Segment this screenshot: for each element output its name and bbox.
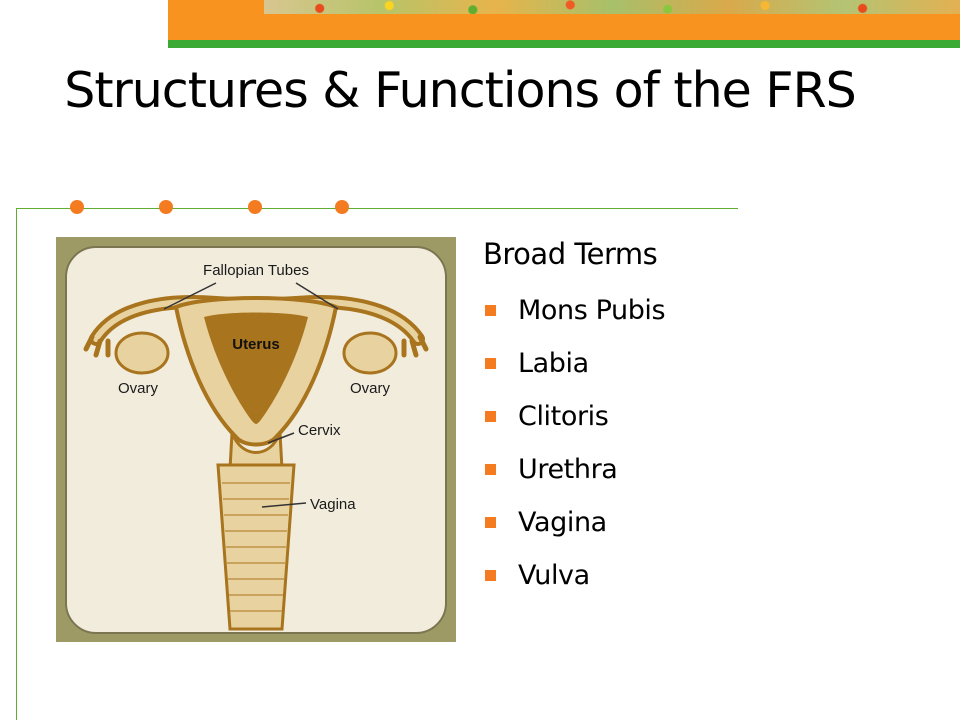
list-item-label: Clitoris	[518, 401, 609, 432]
banner-flower-strip	[264, 0, 960, 14]
bullet-icon	[485, 570, 496, 581]
list-item: Vagina	[483, 496, 923, 549]
label-fallopian-tubes: Fallopian Tubes	[203, 262, 309, 279]
uterus-cavity	[204, 312, 308, 424]
decor-dot	[248, 200, 262, 214]
fimbriae-left	[83, 334, 111, 358]
label-ovary-left: Ovary	[118, 380, 159, 397]
term-list: Mons Pubis Labia Clitoris Urethra Vagina…	[483, 284, 923, 602]
top-banner	[168, 0, 960, 48]
label-vagina: Vagina	[310, 496, 356, 513]
label-cervix: Cervix	[298, 422, 341, 439]
list-item-label: Mons Pubis	[518, 295, 666, 326]
list-item: Mons Pubis	[483, 284, 923, 337]
list-item-label: Vulva	[518, 560, 590, 591]
list-item-label: Vagina	[518, 507, 607, 538]
ovary-right-shape	[342, 331, 398, 375]
bullet-icon	[485, 517, 496, 528]
decor-dot	[70, 200, 84, 214]
content-area: Broad Terms Mons Pubis Labia Clitoris Ur…	[483, 230, 923, 602]
anatomy-diagram: Fallopian Tubes Uterus Ovary Ovary Cervi…	[56, 237, 456, 642]
decor-dot	[159, 200, 173, 214]
label-ovary-right: Ovary	[350, 380, 391, 397]
section-heading: Broad Terms	[483, 237, 658, 271]
slide-title: Structures & Functions of the FRS	[64, 62, 856, 119]
list-item: Urethra	[483, 443, 923, 496]
bullet-icon	[485, 358, 496, 369]
divider-horizontal	[16, 208, 738, 209]
label-uterus: Uterus	[232, 336, 280, 353]
banner-green-band	[168, 40, 960, 48]
cervix-shape	[228, 432, 284, 471]
ovary-left-shape	[114, 331, 170, 375]
decor-dot	[335, 200, 349, 214]
fimbriae-right	[401, 334, 429, 358]
list-item: Clitoris	[483, 390, 923, 443]
divider-vertical	[16, 208, 17, 720]
anatomy-illustration: Fallopian Tubes Uterus Ovary Ovary Cervi…	[65, 246, 447, 634]
bullet-icon	[485, 464, 496, 475]
bullet-icon	[485, 305, 496, 316]
list-item: Vulva	[483, 549, 923, 602]
vagina-rugae	[222, 482, 290, 612]
label-leaders	[163, 282, 339, 508]
bullet-icon	[485, 411, 496, 422]
list-item: Labia	[483, 337, 923, 390]
list-item-label: Urethra	[518, 454, 618, 485]
list-item-label: Labia	[518, 348, 589, 379]
